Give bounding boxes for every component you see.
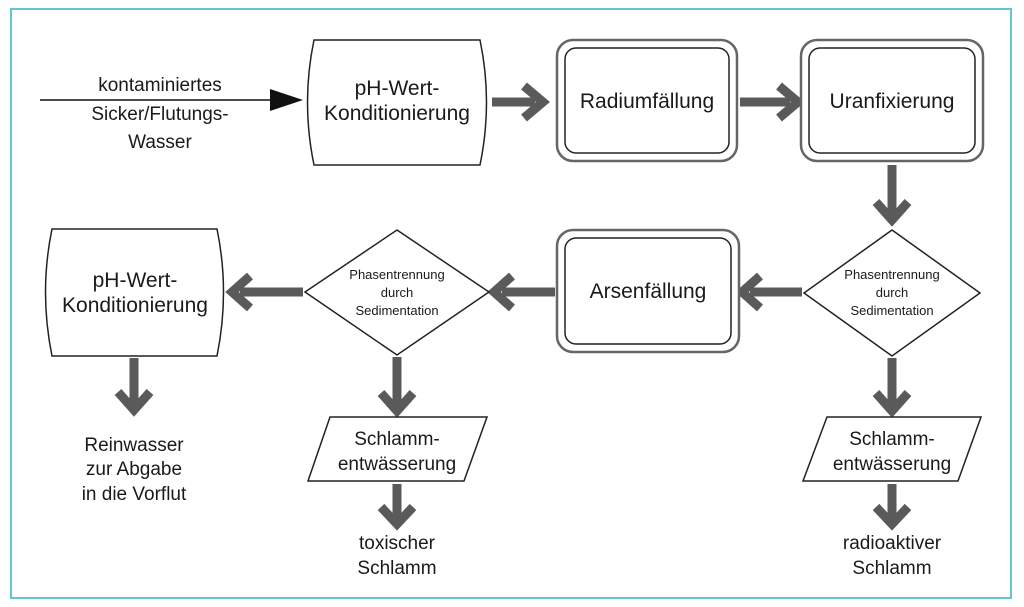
svg-text:Konditionierung: Konditionierung [324,102,470,125]
arrow-uran-to-separation [872,165,912,227]
arrow-radium-to-uran [740,82,805,122]
svg-text:Schlamm: Schlamm [852,558,931,579]
svg-text:Schlamm-: Schlamm- [849,429,935,450]
arrow-separation-to-ph2 [225,272,303,312]
svg-text:Uranfixierung: Uranfixierung [830,90,955,113]
svg-text:entwässerung: entwässerung [338,454,456,475]
svg-text:Wasser: Wasser [128,132,192,153]
svg-text:Sedimentation: Sedimentation [850,303,933,318]
svg-text:Radiumfällung: Radiumfällung [580,90,714,113]
arsenic-precipitation-box: Arsenfällung [555,228,741,354]
input-arrow [40,89,303,111]
svg-text:Sicker/Flutungs-: Sicker/Flutungs- [91,104,228,125]
separation-diamond-right: Phasentrennung durch Sedimentation [802,229,982,357]
ph-conditioning-top: pH-Wert- Konditionierung [306,39,488,166]
output-radioactive-sludge: radioaktiver Schlamm [843,533,942,579]
output-toxic-sludge: toxischer Schlamm [357,533,436,579]
arrow-dewatering-to-toxic [377,484,417,531]
svg-text:pH-Wert-: pH-Wert- [355,77,440,100]
ph-conditioning-left: pH-Wert- Konditionierung [44,228,225,357]
arrow-arsen-to-separation [487,272,555,312]
svg-text:Arsenfällung: Arsenfällung [590,280,707,303]
arrow-ph1-to-radium [492,82,550,122]
output-clean-water: Reinwasser zur Abgabe in die Vorflut [82,435,187,505]
svg-text:entwässerung: entwässerung [833,454,951,475]
radium-precipitation-box: Radiumfällung [555,38,739,163]
uranium-fixation-box: Uranfixierung [799,38,985,163]
svg-text:durch: durch [876,285,909,300]
sludge-dewatering-right: Schlamm- entwässerung [801,416,983,482]
svg-text:durch: durch [381,285,414,300]
svg-text:Schlamm-: Schlamm- [354,429,440,450]
input-label: kontaminiertes Sicker/Flutungs- Wasser [91,75,228,153]
svg-text:radioaktiver: radioaktiver [843,533,942,554]
svg-text:Phasentrennung: Phasentrennung [349,267,444,282]
svg-text:Schlamm: Schlamm [357,558,436,579]
svg-text:Sedimentation: Sedimentation [355,303,438,318]
svg-text:Konditionierung: Konditionierung [62,294,208,317]
arrow-dewatering-to-radioactive [872,484,912,531]
arrow-ph2-to-cleanwater [114,358,154,417]
diagram-frame [10,8,1012,599]
svg-text:Phasentrennung: Phasentrennung [844,267,939,282]
svg-text:Reinwasser: Reinwasser [84,435,184,456]
svg-text:in die Vorflut: in die Vorflut [82,484,187,505]
svg-text:pH-Wert-: pH-Wert- [93,269,178,292]
sludge-dewatering-left: Schlamm- entwässerung [306,416,489,482]
svg-text:toxischer: toxischer [359,533,436,554]
svg-text:kontaminiertes: kontaminiertes [98,75,222,96]
arrow-separation-to-dewatering-right [872,358,912,418]
arrow-separation-to-arsen [735,272,802,312]
separation-diamond-left: Phasentrennung durch Sedimentation [303,229,491,356]
arrow-separation-to-dewatering-left [377,357,417,418]
svg-text:zur Abgabe: zur Abgabe [86,459,182,480]
